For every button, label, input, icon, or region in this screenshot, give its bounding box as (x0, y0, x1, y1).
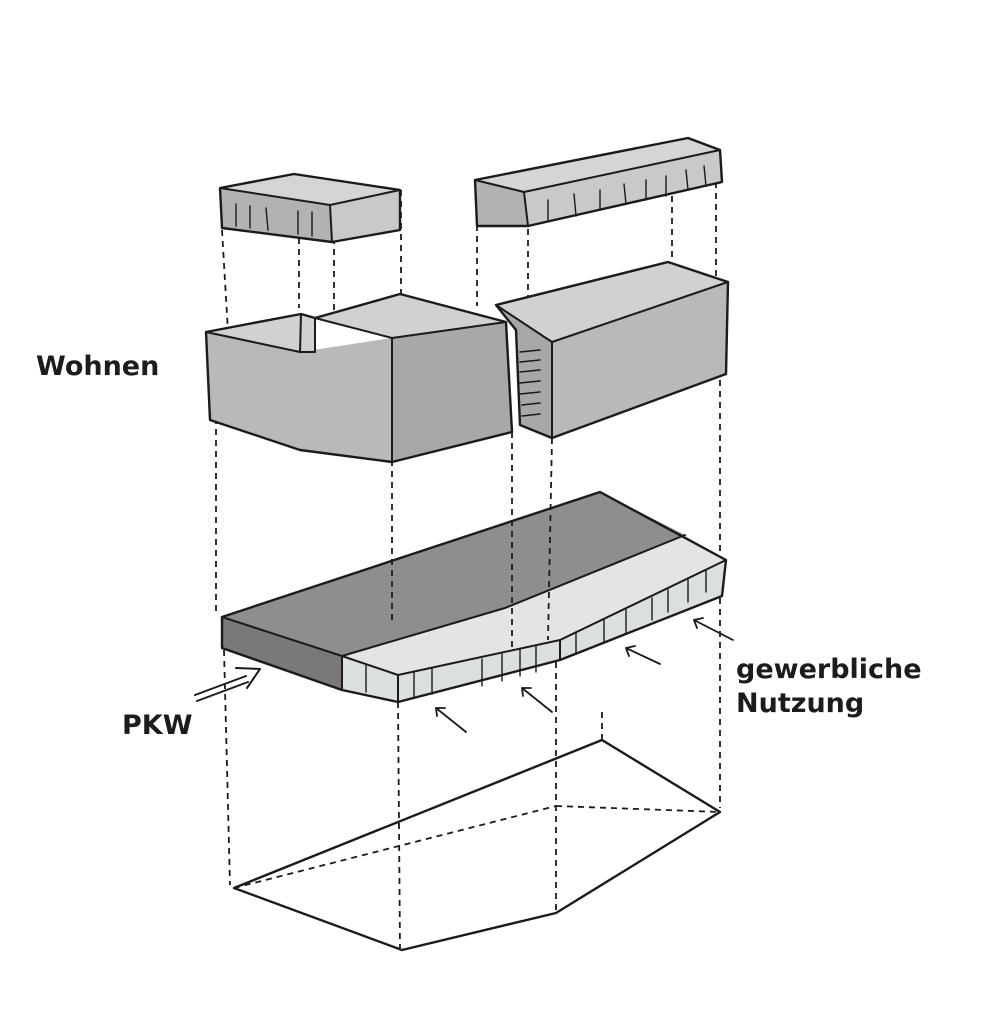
pkw-entry-arrow (194, 667, 261, 702)
commercial-top-face (342, 535, 726, 675)
label-gewerbliche-nutzung: gewerbliche Nutzung (736, 653, 922, 721)
roof-element-right (473, 136, 724, 228)
label-wohnen: Wohnen (36, 351, 160, 382)
residential-block-right (494, 260, 730, 440)
site-footprint (232, 708, 722, 952)
roof-element-left (218, 172, 402, 244)
parking-top-face (222, 492, 685, 656)
residential-block-left (204, 292, 514, 464)
label-pkw: PKW (122, 710, 193, 741)
base-slab (220, 490, 728, 704)
parking-front-face (222, 617, 342, 690)
projection-lines (215, 182, 721, 949)
commercial-access-arrows (435, 617, 734, 733)
label-gewerbe-line-2: Nutzung (736, 688, 865, 719)
label-gewerbe-line-1: gewerbliche (736, 654, 922, 685)
